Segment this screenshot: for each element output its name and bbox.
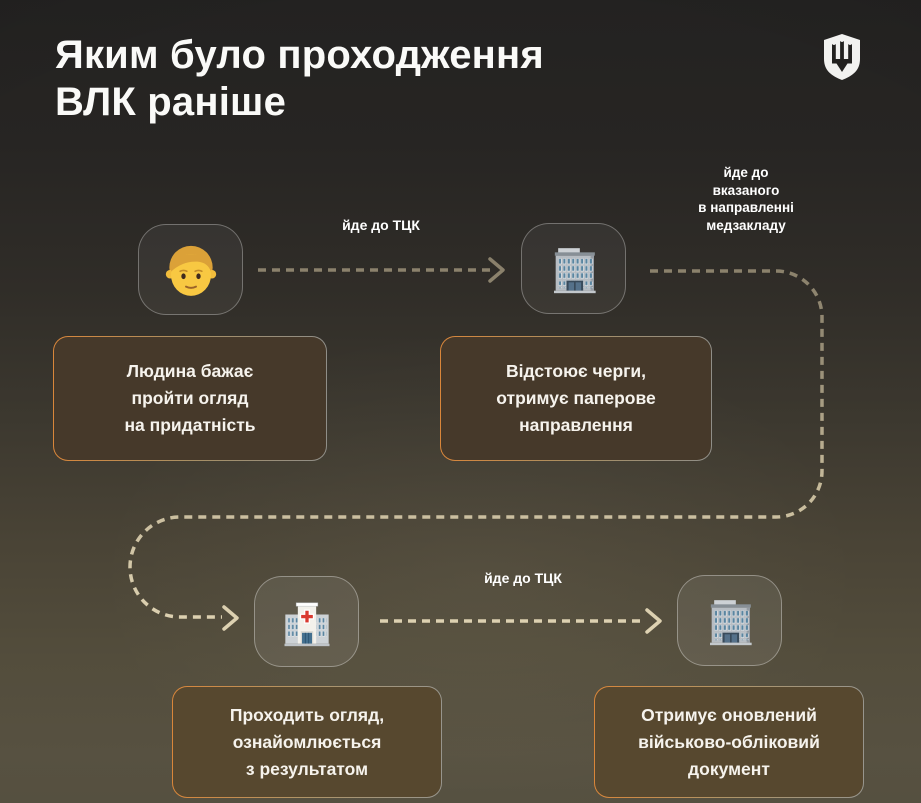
step3-icon-tile (254, 576, 359, 667)
arrowhead-step3 (645, 608, 662, 634)
office-building-emoji-icon (553, 247, 596, 293)
step4-icon-tile (677, 575, 782, 666)
arrowhead-step2 (222, 605, 239, 631)
step4-card: Отримує оновлений військово-обліковий до… (594, 686, 864, 798)
step3-card: Проходить огляд, ознайомлюється з резуль… (172, 686, 442, 798)
man-emoji-icon (164, 244, 217, 297)
connector-label-3: йде до ТЦК (484, 570, 562, 586)
office-building-emoji-icon (709, 599, 752, 645)
connector-label-1: йде до ТЦК (342, 217, 420, 233)
page-title: Яким було проходження ВЛК раніше (55, 33, 544, 124)
step1-card: Людина бажає пройти огляд на придатність (53, 336, 327, 461)
step2-card: Відстоює черги, отримує паперове направл… (440, 336, 712, 461)
connector-label-2: йде до вказаного в направленні медзаклад… (698, 165, 794, 233)
hospital-emoji-icon (283, 601, 330, 647)
arrowhead-step1 (488, 257, 505, 283)
ukraine-trident-shield-icon (824, 34, 860, 80)
step1-icon-tile (138, 224, 243, 315)
step2-icon-tile (521, 223, 626, 314)
